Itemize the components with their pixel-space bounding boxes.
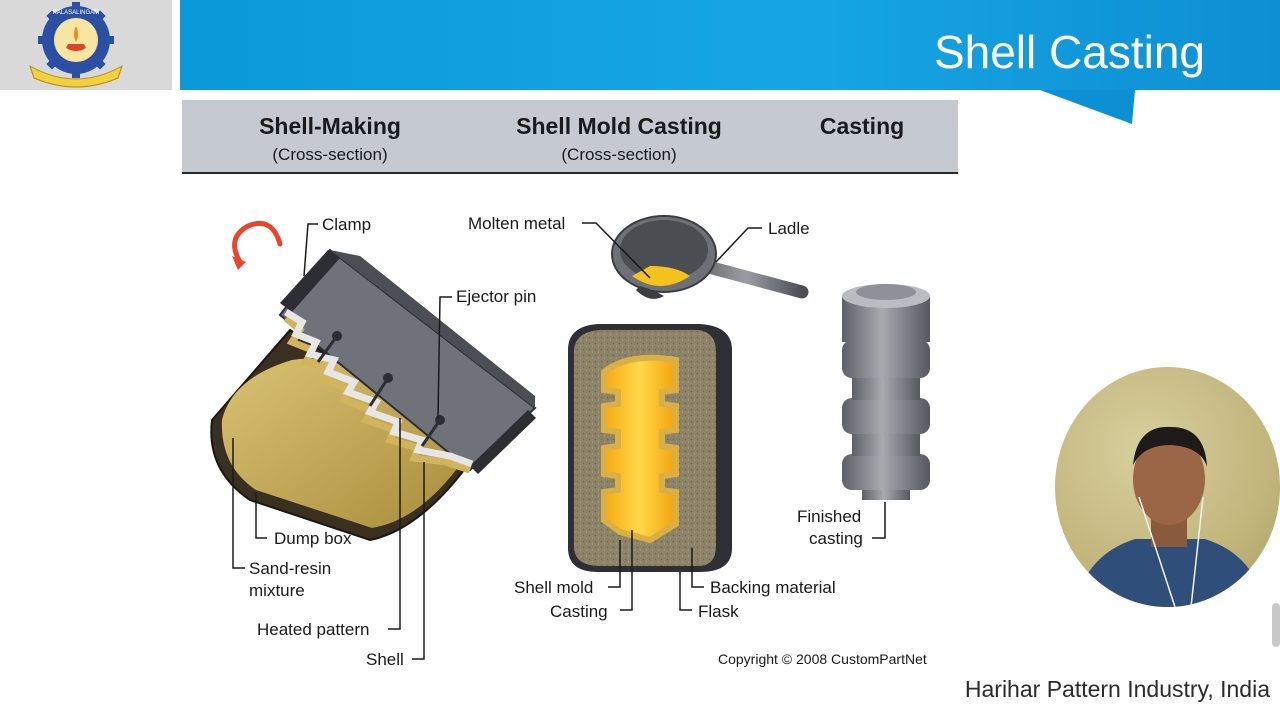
label-backing-material: Backing material — [710, 578, 836, 597]
column-header-casting: Casting — [792, 112, 932, 144]
column-subtitle: (Cross-section) — [272, 145, 388, 164]
label-dump-box: Dump box — [274, 529, 352, 548]
presenter-webcam — [1055, 367, 1280, 607]
label-heated-pattern: Heated pattern — [257, 620, 369, 639]
label-ejector-pin: Ejector pin — [456, 287, 536, 306]
rotation-arrow-icon — [232, 220, 283, 270]
label-casting-finished: casting — [809, 529, 863, 548]
column-title: Casting — [819, 113, 905, 139]
label-ladle: Ladle — [768, 219, 810, 238]
label-molten-metal: Molten metal — [468, 214, 565, 233]
column-title: Shell Mold Casting — [516, 113, 722, 139]
leader-lines — [232, 222, 886, 660]
column-header-shell-making: Shell-Making (Cross-section) — [230, 112, 430, 166]
slide-title: Shell Casting — [933, 26, 1205, 78]
label-clamp: Clamp — [322, 215, 371, 234]
presenter-shirt — [1075, 539, 1265, 607]
dump-box — [210, 328, 472, 542]
ejector-pin — [316, 335, 339, 363]
ejector-pin — [420, 419, 442, 447]
label-shell: Shell — [366, 650, 404, 669]
ladle — [611, 215, 809, 299]
sand-resin-mixture — [221, 358, 462, 528]
flask-with-shell-mold — [568, 324, 732, 572]
banner-tail — [1040, 90, 1135, 124]
institution-logo: KALASALINGAM — [0, 0, 172, 90]
label-mixture: mixture — [249, 581, 305, 600]
scrollbar-handle[interactable] — [1272, 603, 1280, 647]
copyright-notice: Copyright © 2008 CustomPartNet — [718, 651, 927, 667]
process-header-bar: Shell-Making (Cross-section) Shell Mold … — [182, 100, 958, 174]
molten-metal — [632, 266, 690, 286]
finished-casting — [842, 284, 930, 500]
label-flask: Flask — [698, 602, 739, 621]
column-subtitle: (Cross-section) — [561, 145, 677, 164]
label-sand-resin: Sand-resin — [249, 559, 331, 578]
casting-in-mold — [601, 354, 679, 544]
label-finished: Finished — [797, 507, 861, 526]
label-casting: Casting — [550, 602, 608, 621]
heated-pattern — [284, 309, 474, 468]
watermark-text: Harihar Pattern Industry, India — [964, 676, 1270, 702]
label-shell-mold: Shell mold — [514, 578, 593, 597]
column-header-shell-mold-casting: Shell Mold Casting (Cross-section) — [482, 112, 756, 166]
ejector-pin — [368, 377, 390, 407]
title-banner — [180, 0, 1280, 90]
presenter-face — [1133, 433, 1205, 525]
column-title: Shell-Making — [259, 113, 401, 139]
logo-text: KALASALINGAM — [53, 10, 99, 16]
clamp-pattern-assembly — [278, 248, 537, 474]
